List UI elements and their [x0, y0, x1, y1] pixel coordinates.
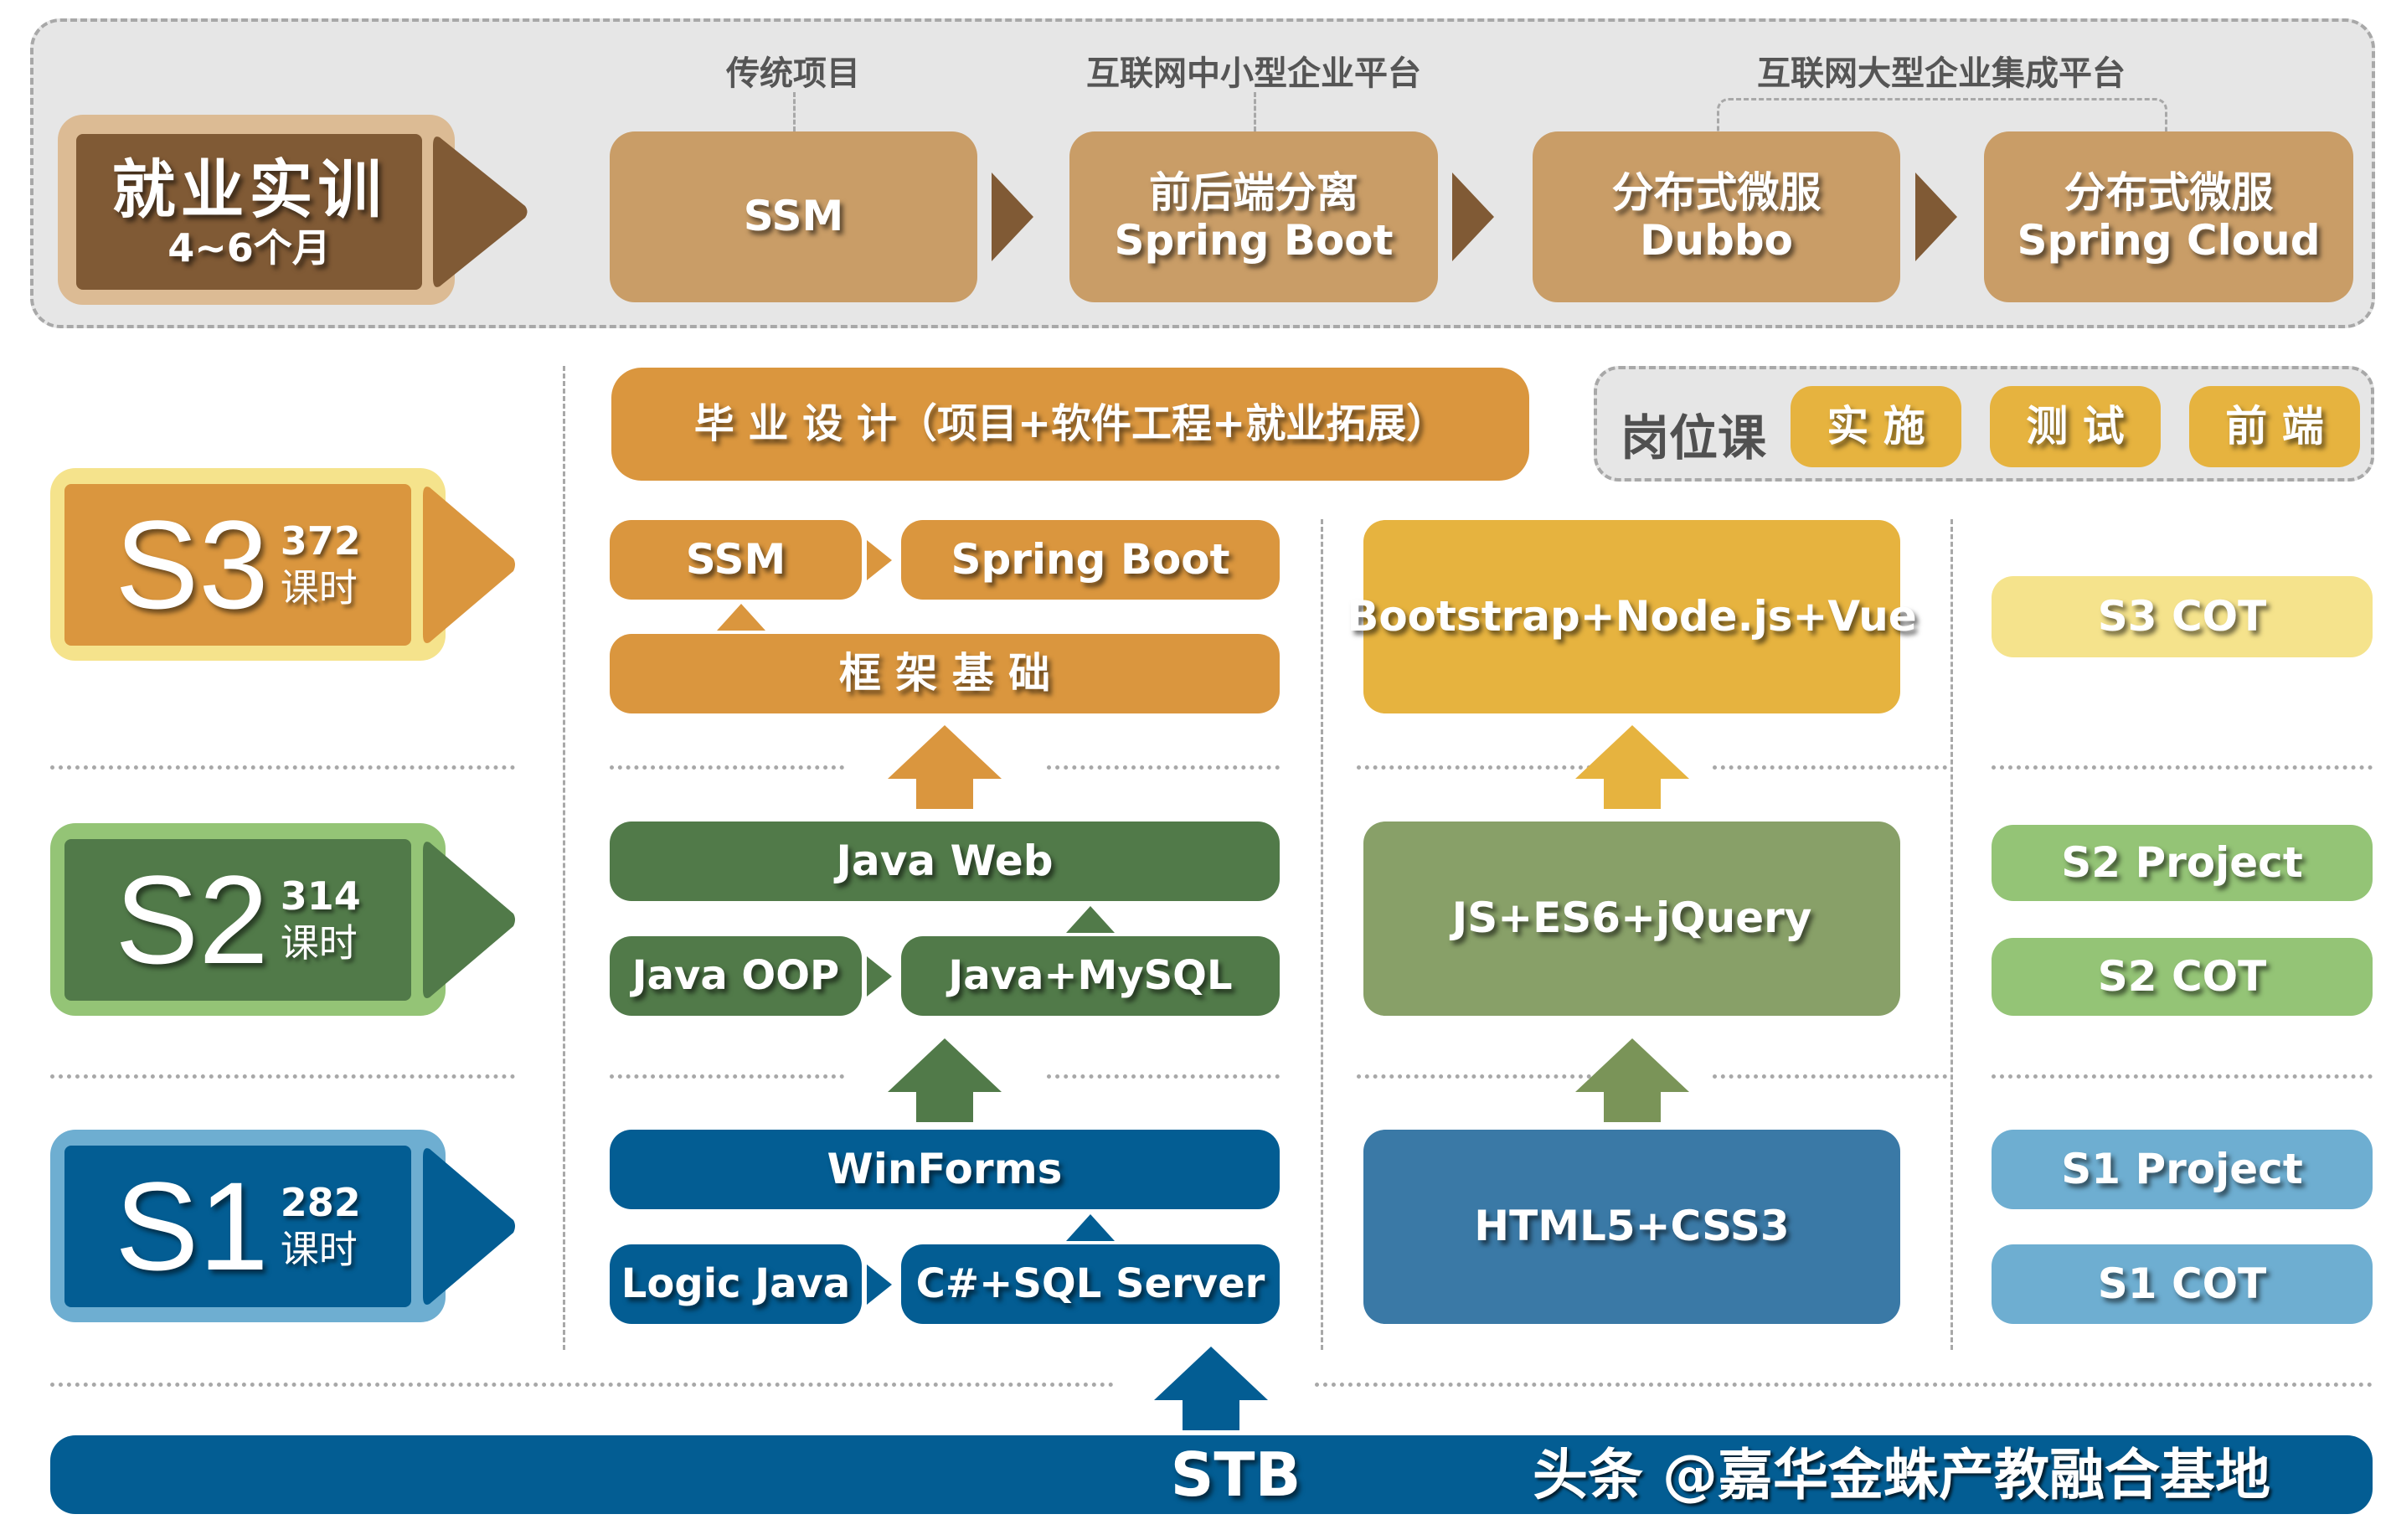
stage-s2-id: S2 — [115, 849, 269, 990]
s1-small-up-arrow-icon — [1066, 1214, 1115, 1241]
row-divider — [1047, 1074, 1280, 1079]
stage-s3-arrow-icon — [423, 487, 515, 643]
step-spring-cloud: 分布式微服 Spring Cloud — [1984, 131, 2353, 302]
connector-internet-large — [1717, 98, 2167, 131]
step-ssm: SSM — [610, 131, 977, 302]
connector-internet-small — [1254, 92, 1256, 131]
stage-s2-hours-unit: 课时 — [280, 919, 358, 966]
stb-foundation-bar: STB — [50, 1435, 2373, 1514]
s2-oop-to-mysql-arrow-icon — [867, 956, 892, 997]
training-duration: 4~6个月 — [167, 225, 331, 271]
stage-s3-hours-unit: 课时 — [280, 564, 358, 610]
s1-logic-java: Logic Java — [610, 1244, 862, 1324]
label-internet-small-platform: 互联网中小型企业平台 — [1086, 54, 1421, 93]
job-course-implementation: 实 施 — [1791, 386, 1961, 467]
s2-to-s3-backend-up-arrow-icon — [888, 725, 1002, 809]
s3-ssm: SSM — [610, 520, 862, 600]
s2-frontend: JS+ES6+jQuery — [1363, 822, 1900, 1016]
step-arrow-icon — [1452, 173, 1494, 261]
row-divider — [610, 1074, 844, 1079]
s3-ssm-to-springboot-arrow-icon — [867, 540, 892, 580]
s1-project: S1 Project — [1992, 1130, 2373, 1209]
stage-s3-inner: S3 372 课时 — [64, 484, 411, 646]
connector-traditional — [793, 92, 796, 131]
stage-s1-id: S1 — [115, 1156, 269, 1296]
s2-project: S2 Project — [1992, 825, 2373, 901]
step-arrow-icon — [1915, 173, 1957, 261]
s2-cot: S2 COT — [1992, 938, 2373, 1016]
stb-label: STB — [1170, 1439, 1301, 1510]
job-course-frontend: 前 端 — [2189, 386, 2360, 467]
column-divider — [1950, 519, 1953, 1350]
stage-s1-hours-unit: 课时 — [280, 1226, 358, 1272]
row-divider — [50, 765, 515, 770]
stage-s1-inner: S1 282 课时 — [64, 1146, 411, 1307]
job-courses-title: 岗位课 — [1621, 409, 1767, 466]
s3-framework-basics: 框 架 基 础 — [610, 634, 1280, 713]
row-divider — [1992, 1074, 2373, 1079]
s1-logic-to-csharp-arrow-icon — [867, 1264, 892, 1305]
stage-s2-arrow-icon — [423, 842, 515, 998]
stage-s3-id: S3 — [115, 494, 269, 635]
label-traditional-projects: 传统项目 — [726, 54, 860, 93]
s2-small-up-arrow-icon — [1066, 906, 1115, 933]
s1-to-s2-frontend-up-arrow-icon — [1575, 1038, 1689, 1122]
stage-s2-hours: 314 — [280, 873, 361, 919]
s2-java-web: Java Web — [610, 822, 1280, 901]
step-frontend-backend-separation: 前后端分离 Spring Boot — [1069, 131, 1438, 302]
training-arrow-icon — [433, 136, 528, 287]
s3-spring-boot: Spring Boot — [901, 520, 1280, 600]
s2-to-s3-frontend-up-arrow-icon — [1575, 725, 1689, 809]
s3-cot: S3 COT — [1992, 576, 2373, 657]
training-title: 就业实训 — [111, 152, 387, 227]
s1-csharp-sql-server: C#+SQL Server — [901, 1244, 1280, 1324]
graduation-design: 毕 业 设 计（项目+软件工程+就业拓展） — [611, 368, 1529, 481]
column-divider — [563, 366, 565, 1350]
watermark: 头条 @嘉华金蛛产教融合基地 — [1533, 1443, 2270, 1507]
s2-java-oop: Java OOP — [610, 936, 862, 1016]
stb-to-s1-up-arrow-icon — [1154, 1347, 1268, 1430]
row-divider — [610, 765, 844, 770]
column-divider — [1321, 519, 1323, 1350]
label-internet-large-platform: 互联网大型企业集成平台 — [1757, 54, 2126, 93]
row-divider — [1315, 1383, 2373, 1387]
stage-s3-hours: 372 — [280, 518, 361, 564]
s1-frontend: HTML5+CSS3 — [1363, 1130, 1900, 1324]
row-divider — [1713, 765, 1947, 770]
s1-cot: S1 COT — [1992, 1244, 2373, 1324]
s1-winforms: WinForms — [610, 1130, 1280, 1209]
s2-java-mysql: Java+MySQL — [901, 936, 1280, 1016]
row-divider — [1047, 765, 1280, 770]
row-divider — [50, 1383, 1114, 1387]
s1-to-s2-backend-up-arrow-icon — [888, 1038, 1002, 1122]
step-dubbo: 分布式微服 Dubbo — [1533, 131, 1900, 302]
row-divider — [1713, 1074, 1947, 1079]
row-divider — [1357, 765, 1591, 770]
training-stage-inner: 就业实训 4~6个月 — [76, 134, 422, 290]
row-divider — [50, 1074, 515, 1079]
job-course-testing: 测 试 — [1990, 386, 2161, 467]
row-divider — [1992, 765, 2373, 770]
stage-s1-hours: 282 — [280, 1180, 361, 1226]
s3-small-up-arrow-icon — [717, 604, 765, 631]
stage-s1-arrow-icon — [423, 1148, 515, 1305]
stage-s2-inner: S2 314 课时 — [64, 839, 411, 1001]
row-divider — [1357, 1074, 1591, 1079]
step-arrow-icon — [992, 173, 1033, 261]
s3-frontend: Bootstrap+Node.js+Vue — [1347, 520, 1917, 713]
